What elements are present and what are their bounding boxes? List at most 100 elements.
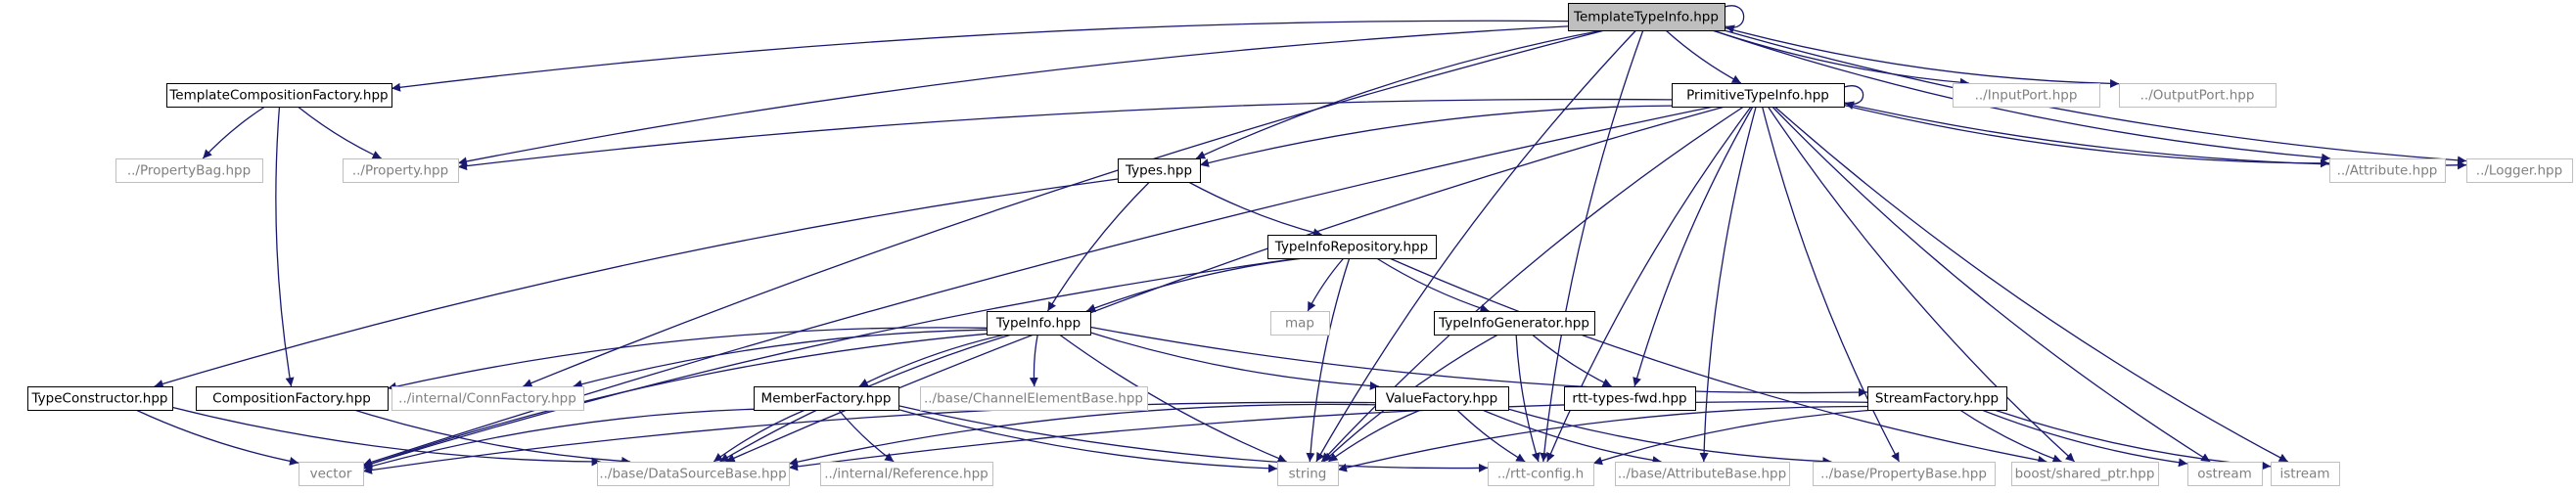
node-string[interactable]: string xyxy=(1277,462,1339,486)
edge-vf-to-rttcfg xyxy=(1456,409,1526,463)
node-tir[interactable]: TypeInfoRepository.hpp xyxy=(1267,235,1437,259)
node-label: string xyxy=(1289,467,1327,482)
node-rtf[interactable]: rtt-types-fwd.hpp xyxy=(1564,386,1696,411)
node-conn[interactable]: ../internal/ConnFactory.hpp xyxy=(391,386,584,411)
node-inp[interactable]: ../InputPort.hpp xyxy=(1953,83,2100,108)
node-box xyxy=(1564,386,1696,411)
node-box xyxy=(1277,462,1339,486)
node-label: ostream xyxy=(2197,467,2252,482)
node-attr[interactable]: ../Attribute.hpp xyxy=(2329,158,2446,183)
node-label: ../Property.hpp xyxy=(352,163,448,179)
edge-pti-to-pb xyxy=(1761,106,1900,463)
node-box xyxy=(299,462,364,486)
edge-ti-to-sf xyxy=(1089,326,1868,397)
node-cf[interactable]: CompositionFactory.hpp xyxy=(196,386,389,411)
edge-tir-to-string xyxy=(1306,257,1351,463)
node-ostream[interactable]: ostream xyxy=(2187,462,2263,486)
edge-mf-to-rttcfg xyxy=(897,405,1489,472)
node-prop[interactable]: ../Property.hpp xyxy=(343,158,459,183)
edge-pti-to-ostream xyxy=(1771,106,2211,463)
node-rttcfg[interactable]: ../rtt-config.h xyxy=(1488,462,1594,486)
node-box xyxy=(27,386,173,411)
edge-ti-to-string xyxy=(1059,334,1287,463)
node-map[interactable]: map xyxy=(1270,311,1330,336)
node-label: TypeInfo.hpp xyxy=(995,316,1081,332)
node-logger[interactable]: ../Logger.hpp xyxy=(2466,158,2573,183)
edge-mf-to-ref xyxy=(838,409,895,463)
edge-tti-to-pti xyxy=(1665,29,1742,84)
node-mf[interactable]: MemberFactory.hpp xyxy=(754,386,899,411)
edge-pti-to-rtf xyxy=(1633,106,1754,387)
node-box xyxy=(1375,386,1509,411)
node-label: TypeInfoRepository.hpp xyxy=(1274,240,1428,255)
edge-tig-to-rtf xyxy=(1531,334,1612,387)
node-box xyxy=(2329,158,2446,183)
node-box xyxy=(1568,3,1725,31)
node-box xyxy=(920,386,1148,411)
edge-mf-to-vector xyxy=(362,408,755,471)
node-label: PrimitiveTypeInfo.hpp xyxy=(1686,88,1829,104)
node-label: ../internal/ConnFactory.hpp xyxy=(398,391,576,407)
node-sptr[interactable]: boost/shared_ptr.hpp xyxy=(2011,462,2159,486)
edge-pti-to-prop xyxy=(457,98,1673,171)
node-label: boost/shared_ptr.hpp xyxy=(2015,467,2155,482)
edge-sf-to-string xyxy=(1337,405,1868,472)
edge-tcf-to-prop xyxy=(297,106,382,159)
edge-sf-to-istream xyxy=(1994,409,2272,471)
node-ti[interactable]: TypeInfo.hpp xyxy=(987,311,1091,336)
node-dsb[interactable]: ../base/DataSourceBase.hpp xyxy=(597,462,790,486)
edge-tir-to-tig xyxy=(1376,257,1490,313)
node-tti[interactable]: TemplateTypeInfo.hpp xyxy=(1568,3,1725,31)
node-ab[interactable]: ../base/AttributeBase.hpp xyxy=(1615,462,1790,486)
node-outp[interactable]: ../OutputPort.hpp xyxy=(2119,83,2277,108)
node-cebase[interactable]: ../base/ChannelElementBase.hpp xyxy=(920,386,1148,411)
edge-types-to-tc xyxy=(154,178,1119,388)
node-label: ../Attribute.hpp xyxy=(2337,163,2438,179)
node-label: TypeConstructor.hpp xyxy=(31,391,168,407)
node-types[interactable]: Types.hpp xyxy=(1118,158,1201,183)
edge-tti-to-conn xyxy=(523,29,1605,387)
edge-tir-to-vector xyxy=(362,257,1300,469)
node-box xyxy=(2119,83,2277,108)
edge-tti-to-prop xyxy=(457,25,1569,166)
node-box xyxy=(1118,158,1201,183)
node-pbag[interactable]: ../PropertyBag.hpp xyxy=(115,158,263,183)
node-label: ../InputPort.hpp xyxy=(1975,88,2078,104)
edge-vf-to-string xyxy=(1328,409,1421,463)
edge-tir-to-map xyxy=(1307,257,1345,312)
edge-sf-to-sptr xyxy=(1959,409,2062,464)
node-tig[interactable]: TypeInfoGenerator.hpp xyxy=(1434,311,1595,336)
node-label: map xyxy=(1285,316,1314,332)
node-vector[interactable]: vector xyxy=(299,462,364,486)
file-nodes: TemplateTypeInfo.hppTemplateCompositionF… xyxy=(27,3,2573,486)
edge-ti-to-cf xyxy=(387,327,988,391)
node-label: TemplateCompositionFactory.hpp xyxy=(168,88,388,104)
node-istream[interactable]: istream xyxy=(2271,462,2340,486)
node-box xyxy=(391,386,584,411)
node-box xyxy=(1615,462,1790,486)
edge-tcf-to-cf xyxy=(275,106,295,387)
edge-pti-to-vector xyxy=(362,106,1714,467)
node-tc[interactable]: TypeConstructor.hpp xyxy=(27,386,173,411)
edge-ti-to-cebase xyxy=(1029,334,1038,387)
node-pb[interactable]: ../base/PropertyBase.hpp xyxy=(1813,462,1996,486)
node-label: vector xyxy=(310,467,352,482)
node-box xyxy=(2187,462,2263,486)
node-tcf[interactable]: TemplateCompositionFactory.hpp xyxy=(166,83,392,108)
edge-tc-to-vector xyxy=(135,409,299,466)
edge-sf-to-dsb xyxy=(788,401,1868,471)
node-label: MemberFactory.hpp xyxy=(761,391,892,407)
node-box xyxy=(1672,83,1845,108)
edge-sf-to-rttcfg xyxy=(1592,409,1875,466)
node-label: CompositionFactory.hpp xyxy=(212,391,371,407)
edge-pti-to-pti xyxy=(1843,85,1864,111)
node-pti[interactable]: PrimitiveTypeInfo.hpp xyxy=(1672,83,1845,108)
node-ref[interactable]: ../internal/Reference.hpp xyxy=(820,462,993,486)
node-sf[interactable]: StreamFactory.hpp xyxy=(1867,386,2007,411)
node-vf[interactable]: ValueFactory.hpp xyxy=(1375,386,1509,411)
node-box xyxy=(1434,311,1595,336)
node-label: Types.hpp xyxy=(1125,163,1192,179)
node-box xyxy=(1953,83,2100,108)
edge-tcf-to-pbag xyxy=(202,106,266,159)
